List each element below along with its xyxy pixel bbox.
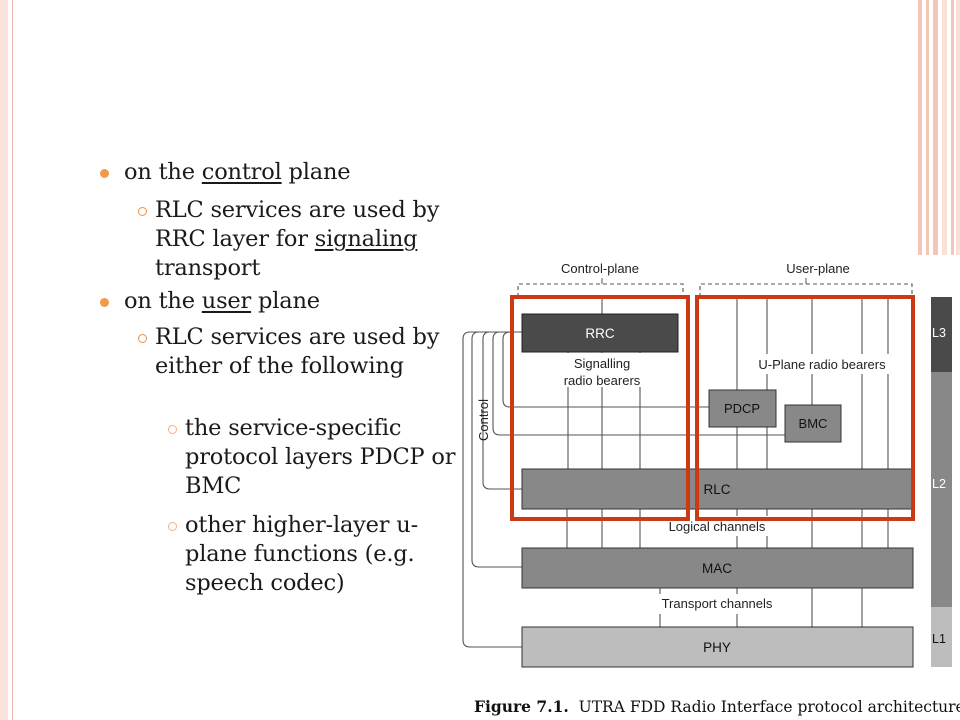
bullet-text: plane	[281, 159, 351, 185]
bullet-item: the service-specific protocol layers PDC…	[185, 414, 460, 501]
rrc-label: RRC	[585, 326, 614, 341]
signalling-label: Signalling	[574, 356, 630, 371]
bullet-emphasis: control	[201, 159, 282, 185]
bullet-text: on the	[124, 159, 202, 185]
control-label: Control	[476, 399, 491, 441]
pdcp-box	[708, 389, 777, 428]
bullet-marker-level3	[168, 425, 177, 434]
bullet-text: RLC services are used by RRC layer for	[155, 197, 440, 252]
bullet-text: other higher-layer u-plane functions (e.…	[185, 512, 418, 596]
bullet-marker-level1	[100, 169, 109, 178]
layer-bar-l2	[931, 372, 952, 607]
bullet-text: on the	[124, 288, 202, 314]
channel-lines	[566, 297, 889, 627]
layer-bar-l1	[931, 607, 952, 667]
control-lines	[462, 331, 785, 648]
rrc-box	[521, 313, 679, 353]
bullet-marker-level2	[138, 334, 147, 343]
bullet-text: plane	[251, 288, 320, 314]
l1-label: L1	[932, 632, 946, 646]
rlc-box	[521, 468, 914, 510]
rlc-label: RLC	[703, 482, 730, 497]
logical-channels-label: Logical channels	[669, 519, 766, 534]
pdcp-label: PDCP	[724, 401, 760, 416]
user-plane-highlight	[695, 295, 915, 521]
control-plane-label: Control-plane	[561, 261, 639, 276]
bmc-box	[784, 404, 842, 443]
bullet-item: RLC services are used by either of the f…	[155, 323, 455, 381]
phy-label: PHY	[703, 640, 731, 655]
bullet-item: RLC services are used by RRC layer for s…	[155, 196, 455, 283]
layer-bar-l3	[931, 297, 952, 372]
bullet-marker-level1	[100, 298, 109, 307]
caption-number: Figure 7.1.	[474, 697, 569, 716]
user-plane-label: User-plane	[786, 261, 850, 276]
bullet-marker-level3	[168, 522, 177, 531]
bmc-label: BMC	[799, 416, 828, 431]
l2-label: L2	[932, 477, 946, 491]
bullet-text: transport	[155, 255, 261, 281]
figure-caption: Figure 7.1. UTRA FDD Radio Interface pro…	[474, 697, 960, 716]
bullet-text: RLC services are used by either of the f…	[155, 324, 440, 379]
transport-channels-label: Transport channels	[662, 596, 773, 611]
mac-box	[521, 547, 914, 589]
uplane-bearers-label: U-Plane radio bearers	[758, 357, 886, 372]
left-border	[0, 0, 13, 720]
radio-bearers-label: radio bearers	[564, 373, 641, 388]
bullet-emphasis: signaling	[314, 226, 418, 252]
control-plane-highlight	[510, 295, 690, 521]
protocol-architecture-diagram: Control-plane User-plane Control	[456, 255, 960, 695]
l3-label: L3	[932, 326, 946, 340]
bullet-item: on the control plane	[124, 158, 351, 187]
phy-box	[521, 626, 914, 668]
bullet-text: the service-specific protocol layers PDC…	[185, 415, 456, 499]
bullet-item: other higher-layer u-plane functions (e.…	[185, 511, 460, 598]
bullet-marker-level2	[138, 207, 147, 216]
bullet-item: on the user plane	[124, 287, 320, 316]
decorative-stripes	[918, 0, 960, 258]
caption-text: UTRA FDD Radio Interface protocol archit…	[578, 698, 960, 716]
mac-label: MAC	[702, 561, 732, 576]
bullet-emphasis: user	[201, 288, 252, 314]
